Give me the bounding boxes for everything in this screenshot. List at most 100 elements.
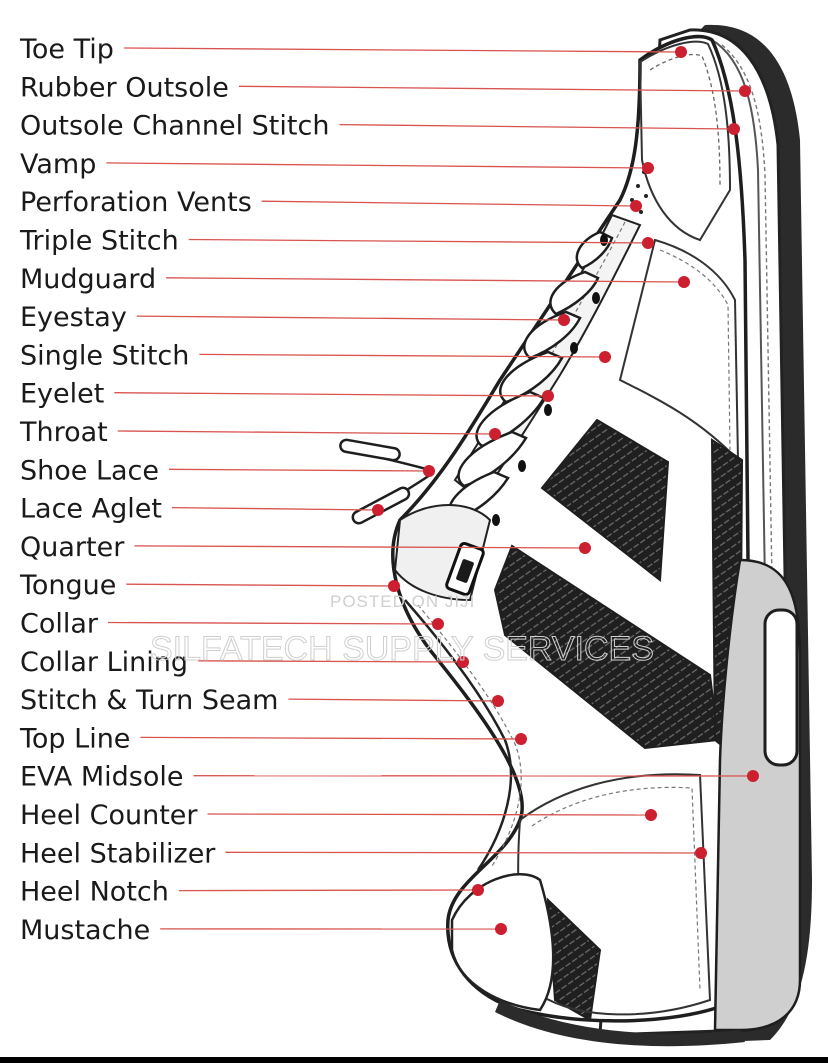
target-dot bbox=[645, 809, 657, 821]
part-collar-lining: Collar Lining bbox=[20, 647, 469, 678]
part-single-stitch: Single Stitch bbox=[20, 340, 611, 371]
watermark-company: SILFATECH SUPPLY SERVICES bbox=[150, 630, 654, 668]
leader-line bbox=[136, 315, 565, 321]
target-dot bbox=[492, 695, 504, 707]
part-label: Eyelet bbox=[20, 379, 104, 410]
target-dot bbox=[558, 314, 570, 326]
target-dot bbox=[515, 733, 527, 745]
shoe-laces bbox=[448, 230, 614, 522]
target-dot bbox=[489, 428, 501, 440]
leader-line bbox=[140, 736, 522, 740]
target-dot bbox=[542, 390, 554, 402]
part-label: Mustache bbox=[20, 915, 150, 946]
target-dot bbox=[642, 162, 654, 174]
part-heel-counter: Heel Counter bbox=[20, 800, 657, 831]
part-rubber-outsole: Rubber Outsole bbox=[20, 72, 751, 103]
part-lace-aglet: Lace Aglet bbox=[20, 494, 384, 525]
target-dot bbox=[739, 85, 751, 97]
vamp-stitch bbox=[649, 53, 721, 186]
leader-line bbox=[114, 392, 549, 397]
part-heel-notch: Heel Notch bbox=[20, 877, 484, 908]
part-shoe-lace: Shoe Lace bbox=[20, 455, 435, 486]
target-dot bbox=[457, 656, 469, 668]
target-dot bbox=[579, 542, 591, 554]
part-label: Eyestay bbox=[20, 302, 127, 333]
part-mudguard: Mudguard bbox=[20, 264, 690, 295]
collar-stitch bbox=[417, 604, 522, 867]
part-label: Rubber Outsole bbox=[20, 72, 229, 103]
leader-line bbox=[288, 698, 499, 702]
part-label: EVA Midsole bbox=[20, 762, 184, 793]
target-dot bbox=[495, 923, 507, 935]
leader-line bbox=[117, 430, 496, 435]
outsole-channel-stitch bbox=[721, 44, 778, 871]
lace-aglet-upper bbox=[339, 438, 401, 462]
leader-line bbox=[134, 545, 586, 549]
leader-line bbox=[106, 162, 649, 169]
bottom-rule bbox=[0, 1057, 828, 1063]
target-dot bbox=[472, 884, 484, 896]
part-label: Lace Aglet bbox=[20, 494, 162, 525]
outsole-heel-bottom bbox=[495, 1000, 745, 1047]
leader-line bbox=[108, 621, 439, 625]
leader-line bbox=[166, 277, 685, 283]
part-mustache: Mustache bbox=[20, 915, 507, 946]
leader-line bbox=[123, 47, 682, 53]
leader-line bbox=[199, 353, 606, 358]
part-label: Collar bbox=[20, 609, 99, 640]
target-dot bbox=[747, 770, 759, 782]
part-label: Throat bbox=[19, 417, 108, 448]
heel-counter-stitch bbox=[531, 786, 701, 991]
target-dot bbox=[728, 123, 740, 135]
part-stitch-and-turn-seam: Stitch & Turn Seam bbox=[20, 685, 504, 716]
part-perforation-vents: Perforation Vents bbox=[20, 187, 642, 218]
part-label: Outsole Channel Stitch bbox=[20, 111, 329, 142]
collar-line bbox=[404, 599, 513, 871]
part-label: Quarter bbox=[20, 532, 125, 563]
part-triple-stitch: Triple Stitch bbox=[19, 226, 654, 257]
part-label: Vamp bbox=[20, 149, 96, 180]
part-label: Heel Counter bbox=[20, 800, 198, 831]
quarter-mesh-upper bbox=[540, 418, 670, 582]
watermark-posted: POSTED ON JIJI bbox=[330, 592, 475, 611]
target-dot bbox=[372, 504, 384, 516]
leader-line bbox=[207, 813, 652, 816]
tongue-tab-inner bbox=[456, 559, 474, 583]
target-dot bbox=[630, 200, 642, 212]
part-top-line: Top Line bbox=[19, 723, 527, 754]
part-label: Mudguard bbox=[20, 264, 156, 295]
mudguard-stitch bbox=[659, 249, 731, 451]
part-eyestay: Eyestay bbox=[20, 302, 570, 333]
quarter-mesh-lower bbox=[493, 544, 720, 750]
target-dot bbox=[388, 580, 400, 592]
part-label: Heel Stabilizer bbox=[20, 838, 216, 869]
part-outsole-channel-stitch: Outsole Channel Stitch bbox=[20, 111, 740, 142]
eyelets bbox=[492, 234, 608, 526]
target-dot bbox=[695, 847, 707, 859]
part-label: Collar Lining bbox=[20, 647, 188, 678]
watermark: POSTED ON JIJI SILFATECH SUPPLY SERVICES bbox=[150, 592, 655, 669]
part-label: Single Stitch bbox=[20, 340, 189, 371]
leader-line bbox=[198, 660, 464, 663]
part-eva-midsole: EVA Midsole bbox=[20, 762, 759, 793]
part-label: Triple Stitch bbox=[19, 226, 179, 257]
target-dot bbox=[432, 618, 444, 630]
leader-line bbox=[171, 506, 379, 511]
target-dot bbox=[599, 351, 611, 363]
leader-line bbox=[225, 851, 702, 854]
target-dot bbox=[678, 276, 690, 288]
part-tongue: Tongue bbox=[19, 570, 400, 601]
toe-cap bbox=[638, 40, 732, 242]
target-dot bbox=[675, 46, 687, 58]
mustache-piece bbox=[450, 873, 555, 1012]
shoe-illustration bbox=[339, 24, 812, 1047]
leader-line bbox=[339, 123, 735, 130]
part-label: Stitch & Turn Seam bbox=[20, 685, 278, 716]
part-label: Shoe Lace bbox=[20, 455, 159, 486]
part-eyelet: Eyelet bbox=[20, 379, 554, 410]
leader-line bbox=[169, 468, 430, 472]
leader-line bbox=[126, 583, 395, 587]
target-dot bbox=[642, 237, 654, 249]
